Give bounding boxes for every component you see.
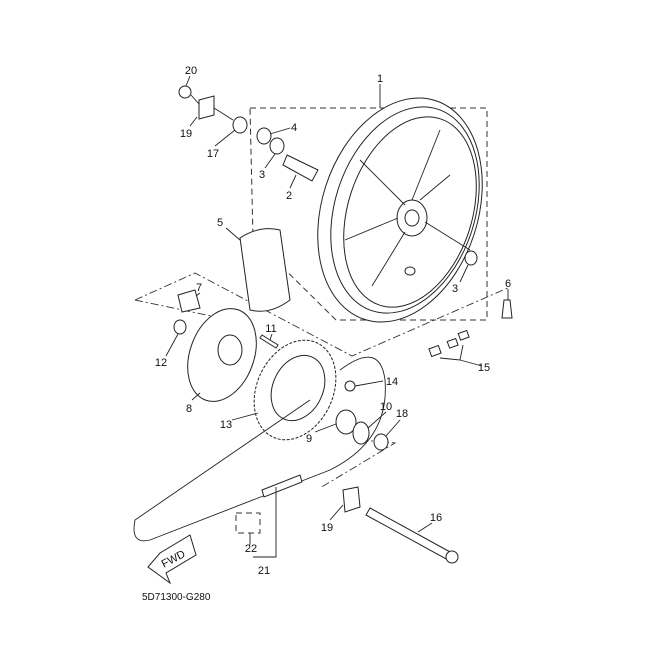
callout-20: 20 (185, 65, 197, 77)
callout-9: 9 (306, 433, 312, 445)
callout-12: 12 (155, 357, 167, 369)
callout-21: 21 (258, 565, 270, 577)
joint-box-22 (235, 512, 261, 534)
clutch-hub-8 (187, 308, 257, 402)
spacer-2 (282, 154, 319, 182)
callout-6: 6 (505, 278, 511, 290)
collar-12 (173, 319, 187, 335)
callout-5: 5 (217, 217, 223, 229)
callout-22: 22 (245, 543, 257, 555)
callout-8: 8 (186, 403, 192, 415)
axle-alignment-line (319, 439, 397, 489)
hub-assembly-boundary (134, 272, 511, 357)
collar-17 (232, 116, 248, 134)
callout-4: 4 (291, 122, 297, 134)
callout-17: 17 (207, 148, 219, 160)
axle-head (445, 550, 459, 564)
drawing-code: 5D71300-G280 (142, 592, 211, 603)
callout-19: 19 (180, 128, 192, 140)
oil-seal-10 (352, 421, 370, 445)
callout-11: 11 (265, 323, 276, 335)
adjuster-plate-19 (198, 95, 215, 120)
callout-13: 13 (220, 419, 232, 431)
callout-3: 3 (452, 283, 458, 295)
oil-seal-4 (256, 127, 272, 145)
leader-lines (165, 75, 509, 533)
wheel-assembly-boundary (249, 107, 488, 321)
fwd-arrow: FWD (147, 534, 197, 585)
callout-14: 14 (386, 376, 398, 388)
callout-7: 7 (196, 282, 202, 294)
callout-18: 18 (396, 408, 408, 420)
adjuster-plate-19-lower (342, 486, 361, 513)
balance-weights-15 (428, 329, 470, 358)
callout-2: 2 (286, 190, 292, 202)
stud-bolt-11 (259, 334, 279, 349)
rear-wheel (317, 97, 483, 323)
assembly-line (190, 94, 234, 121)
bearing-3-right (464, 250, 478, 266)
callout-3: 3 (259, 169, 265, 181)
damper-5 (239, 228, 291, 312)
collar-18 (373, 433, 389, 451)
callout-1: 1 (377, 73, 383, 85)
callout-10: 10 (380, 401, 392, 413)
callout-19: 19 (321, 522, 333, 534)
drive-chain (133, 356, 386, 542)
holder-7 (177, 289, 201, 313)
callout-bracket-15 (439, 344, 483, 367)
bearing-9 (335, 409, 357, 435)
chain-links (261, 474, 303, 498)
sprocket-13 (253, 339, 337, 441)
nut-14 (344, 380, 356, 392)
bearing-3 (269, 137, 285, 155)
callout-16: 16 (430, 512, 442, 524)
callout-15: 15 (478, 362, 490, 374)
callout-bracket-21 (249, 487, 277, 558)
valve-6 (501, 299, 513, 319)
nut-20 (178, 85, 192, 99)
